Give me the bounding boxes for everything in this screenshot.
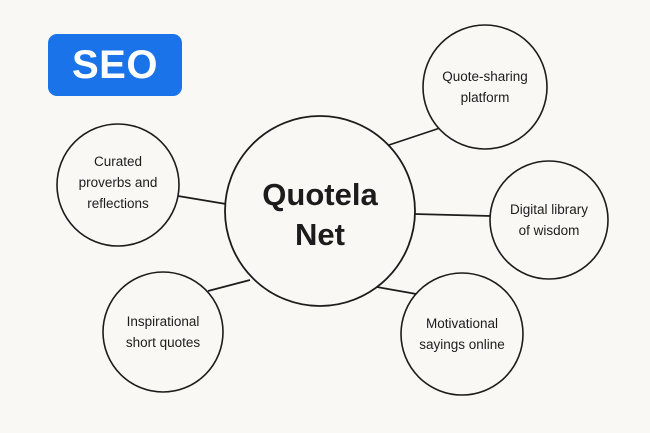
node-curated-proverbs-and-reflections-circle[interactable] [56,123,180,247]
center-node-line2: Net [295,217,345,252]
node-motivational-sayings-online-line1: Motivational [426,316,498,331]
center-node-line1: Quotela [262,177,378,212]
center-node-circle[interactable] [224,115,416,307]
node-motivational-sayings-online-circle[interactable] [400,272,524,396]
connector-center-to-inspirational-quotes [207,279,251,292]
node-curated-proverbs-and-reflections-line1: Curated [94,154,142,169]
node-quote-sharing-platform-circle[interactable] [422,24,548,150]
node-digital-library-of-wisdom-line2: of wisdom [519,223,580,238]
node-quote-sharing-platform-line1: Quote-sharing [442,69,528,84]
connector-center-to-quote-sharing [385,127,441,147]
seo-badge-label: SEO [72,43,158,87]
node-curated-proverbs-and-reflections-line2: proverbs and [79,175,158,190]
node-digital-library-of-wisdom-line1: Digital library [510,202,588,217]
node-digital-library-of-wisdom-circle[interactable] [489,160,609,280]
node-motivational-sayings-online-line2: sayings online [419,337,505,352]
connector-center-to-motivational-sayings [376,286,423,296]
node-inspirational-short-quotes-circle[interactable] [102,271,224,393]
connector-center-to-digital-library [413,213,492,217]
node-quote-sharing-platform-line2: platform [461,90,510,105]
node-inspirational-short-quotes-line2: short quotes [126,335,201,350]
node-curated-proverbs-and-reflections-line3: reflections [87,196,149,211]
seo-badge: SEO [48,34,182,96]
node-inspirational-short-quotes-line1: Inspirational [127,314,200,329]
connector-center-to-curated-proverbs [177,195,227,205]
